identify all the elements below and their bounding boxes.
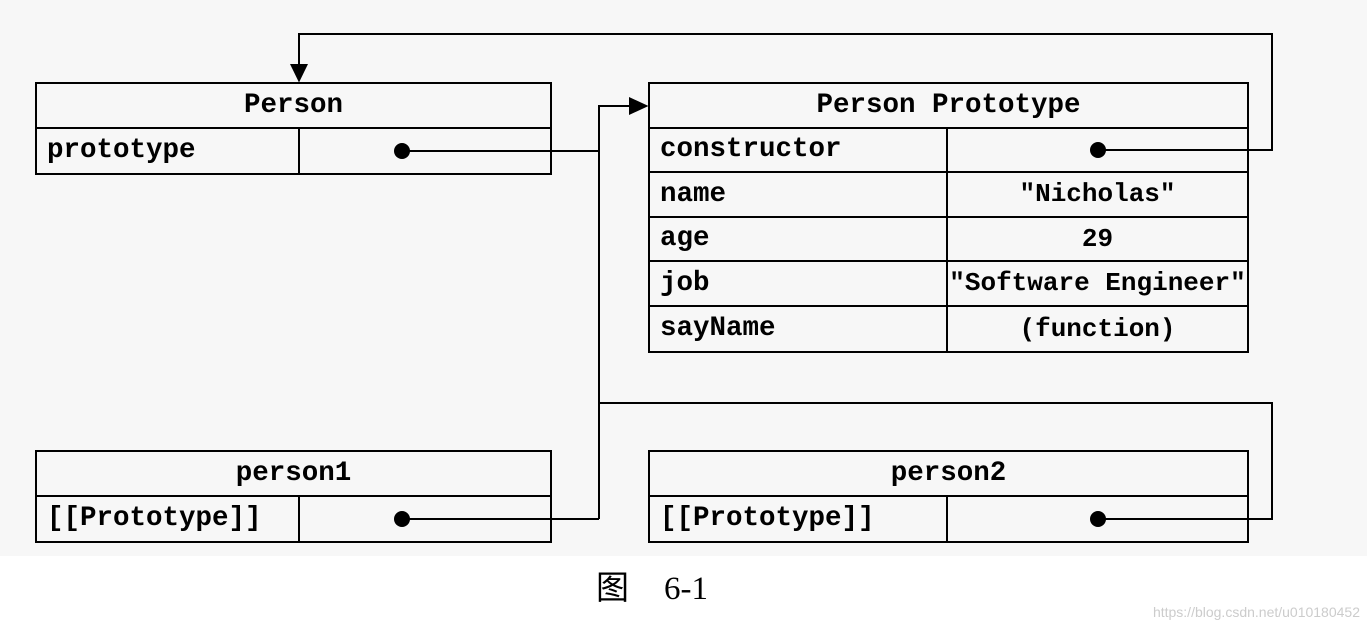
property-row: sayName (function) (650, 306, 1247, 351)
property-row: [[Prototype]] (650, 496, 1247, 542)
property-row: name "Nicholas" (650, 173, 1247, 218)
property-value (300, 129, 550, 174)
object-person1: person1 [[Prototype]] (35, 450, 552, 543)
object-person-prototype: Person Prototype constructor name "Nicho… (648, 82, 1249, 353)
object-person: Person prototype (35, 82, 552, 175)
property-row: prototype (37, 128, 550, 174)
connector-prototype-trunk (598, 105, 630, 519)
property-name: prototype (37, 128, 300, 173)
figure-label: 图 (596, 571, 629, 607)
object-person2: person2 [[Prototype]] (648, 450, 1249, 543)
property-value: (function) (1019, 313, 1176, 344)
property-value: 29 (1081, 223, 1114, 254)
property-value: "Nicholas" (1019, 179, 1176, 210)
property-value (300, 497, 550, 542)
property-name: [[Prototype]] (650, 496, 948, 541)
pointer-dot-icon (394, 510, 410, 527)
arrowhead-into-person (290, 64, 308, 83)
property-row: constructor (650, 128, 1247, 173)
figure-caption: 图 6-1 (596, 569, 708, 609)
property-name: job (650, 262, 948, 305)
object-title: Person (37, 84, 550, 129)
property-row: age 29 (650, 217, 1247, 262)
pointer-dot-icon (1089, 510, 1106, 527)
figure-number: 6-1 (664, 571, 708, 607)
property-value: "Software Engineer" (949, 268, 1246, 299)
property-name: age (650, 217, 948, 260)
pointer-dot-icon (1089, 141, 1106, 158)
property-row: job "Software Engineer" (650, 262, 1247, 307)
object-title: person1 (37, 452, 550, 497)
pointer-dot-icon (394, 142, 410, 159)
connector-person2-prototype-link (599, 402, 1273, 520)
connector-constructor-link (298, 33, 1273, 151)
property-value (948, 129, 1247, 172)
property-row: [[Prototype]] (37, 496, 550, 542)
property-value (948, 497, 1247, 542)
property-name: sayName (650, 306, 948, 351)
connector-lines (298, 33, 1273, 520)
object-title: person2 (650, 452, 1247, 497)
property-name: [[Prototype]] (37, 496, 300, 541)
watermark: https://blog.csdn.net/u010180452 (1152, 604, 1360, 620)
arrowhead-into-person-prototype (629, 97, 649, 115)
diagram-background (0, 0, 1367, 556)
property-name: name (650, 173, 948, 216)
property-name: constructor (650, 128, 948, 171)
object-title: Person Prototype (650, 84, 1247, 129)
